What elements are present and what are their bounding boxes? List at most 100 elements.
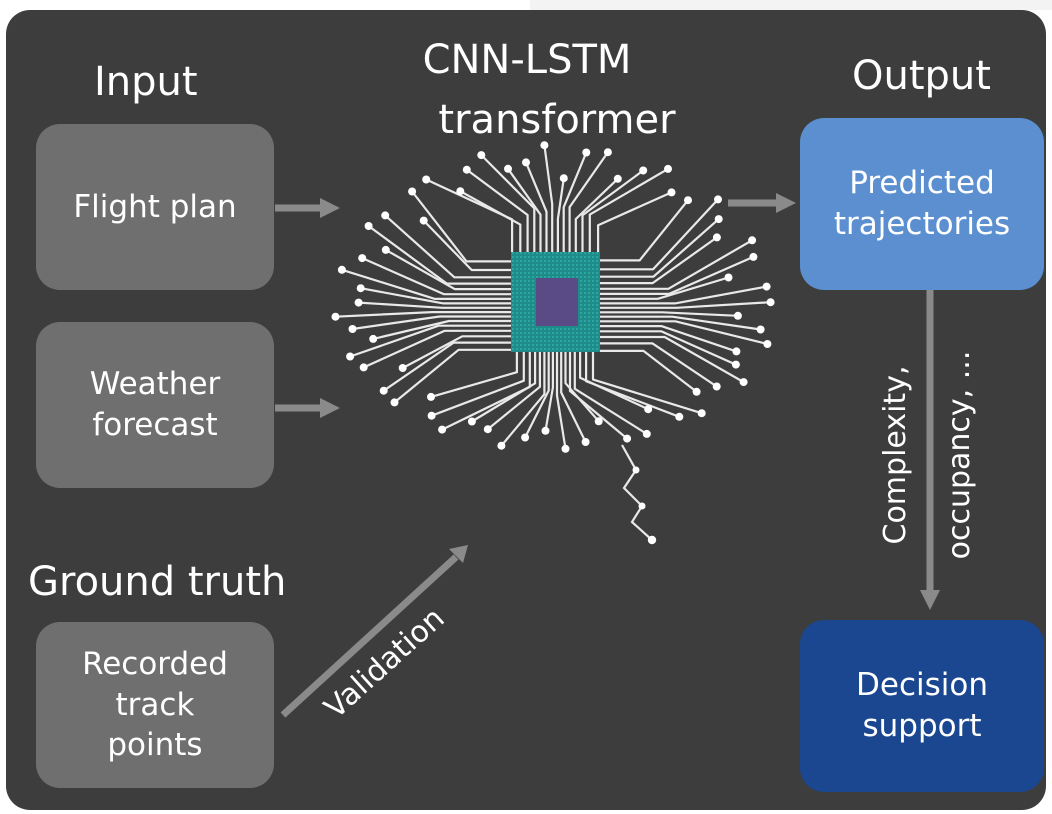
circuit-trace (480, 154, 536, 254)
circuit-trace (470, 350, 537, 423)
circuit-trace (598, 239, 754, 290)
circuit-node (756, 325, 765, 334)
circuit-trace (598, 218, 720, 278)
circuit-trace (598, 315, 762, 331)
circuit-trace (598, 330, 737, 366)
circuit-trace (384, 248, 513, 291)
circuit-trace (441, 350, 531, 431)
circuit-node (346, 352, 355, 361)
circuit-node (763, 340, 772, 348)
circuit-node (642, 429, 651, 438)
circuit-trace (598, 342, 718, 388)
model-heading-line1: CNN-LSTM (422, 37, 632, 83)
output-heading: Output (852, 53, 991, 99)
metrics-label-line1: Complexity, (878, 365, 913, 545)
circuit-trace (598, 198, 720, 271)
circuit-trace (574, 177, 619, 254)
circuit-node (390, 398, 399, 407)
circuit-trace (372, 319, 513, 340)
circuit-trace (564, 350, 600, 423)
circuit-trace (598, 255, 755, 295)
circuit-trace (384, 214, 513, 279)
circuit-trace (411, 190, 513, 263)
circuit-trace (598, 320, 769, 346)
circuit-node (675, 412, 684, 421)
top-strip (530, 0, 1052, 10)
circuit-trace (598, 285, 768, 305)
circuit-trace (598, 236, 718, 285)
circuit-node (521, 433, 530, 442)
circuit-node (419, 216, 428, 225)
brain-stem-node (647, 535, 657, 545)
circuit-node (692, 387, 701, 396)
circuit-trace (429, 350, 518, 398)
circuit-node (559, 174, 568, 183)
circuit-trace (361, 257, 513, 296)
predicted-label-line1: Predicted (849, 165, 995, 202)
circuit-node (477, 151, 486, 160)
circuit-trace (556, 177, 565, 254)
circuit-node (603, 148, 612, 157)
circuit-node (714, 215, 723, 224)
circuit-node (582, 148, 591, 157)
circuit-node (504, 164, 512, 173)
model-heading-line2: transformer (438, 97, 676, 143)
circuit-node (540, 141, 549, 150)
processor-chip-icon (511, 252, 600, 352)
circuit-trace (597, 191, 673, 254)
circuit-node (714, 195, 722, 204)
circuit-trace (401, 335, 513, 370)
brain-circuit-icon (331, 141, 775, 545)
recorded-label-line1: Recorded (82, 645, 228, 682)
circuit-node (739, 378, 748, 387)
circuit-trace (560, 350, 587, 444)
circuit-trace (591, 350, 703, 415)
input-heading: Input (94, 59, 198, 105)
arrow-output-to-decision (920, 290, 940, 610)
circuit-node (749, 252, 758, 261)
circuit-trace (486, 350, 541, 431)
circuit-trace (425, 178, 514, 254)
circuit-node (762, 282, 771, 291)
circuit-node (348, 325, 357, 333)
predicted-label-line2: trajectories (833, 206, 1011, 242)
circuit-node (766, 298, 775, 307)
recorded-label-line3: points (107, 727, 203, 764)
circuit-trace (581, 169, 645, 254)
flight-plan-label: Flight plan (73, 188, 237, 225)
circuit-node (664, 164, 672, 173)
decision-label-line2: support (862, 708, 982, 744)
circuit-trace (543, 144, 554, 254)
circuit-node (381, 211, 390, 220)
circuit-node (712, 382, 721, 391)
circuit-node (427, 411, 436, 420)
circuit-node (408, 187, 417, 196)
circuit-node (462, 165, 471, 174)
weather-forecast-box: Weather forecast (36, 322, 274, 488)
arrow-flight-plan-to-model (275, 198, 340, 218)
circuit-trace (579, 350, 650, 411)
circuit-node (364, 222, 373, 230)
circuit-node (732, 347, 741, 356)
arrow-weather-to-model (275, 398, 340, 418)
circuit-node (369, 334, 378, 343)
circuit-node (354, 298, 363, 307)
circuit-node (541, 426, 550, 435)
circuit-node (684, 196, 692, 205)
circuit-node (733, 311, 742, 320)
circuit-trace (598, 349, 698, 393)
circuit-node (427, 392, 435, 401)
circuit-trace (500, 350, 546, 447)
circuit-trace (430, 350, 525, 417)
circuit-node (712, 233, 721, 242)
circuit-trace (382, 341, 513, 392)
circuit-node (456, 187, 465, 196)
circuit-node (623, 434, 632, 443)
circuit-node (379, 386, 388, 395)
circuit-trace (422, 219, 513, 272)
circuit-trace (568, 350, 629, 440)
circuit-trace (555, 350, 567, 450)
circuit-node (358, 254, 367, 263)
circuit-node (697, 409, 706, 418)
